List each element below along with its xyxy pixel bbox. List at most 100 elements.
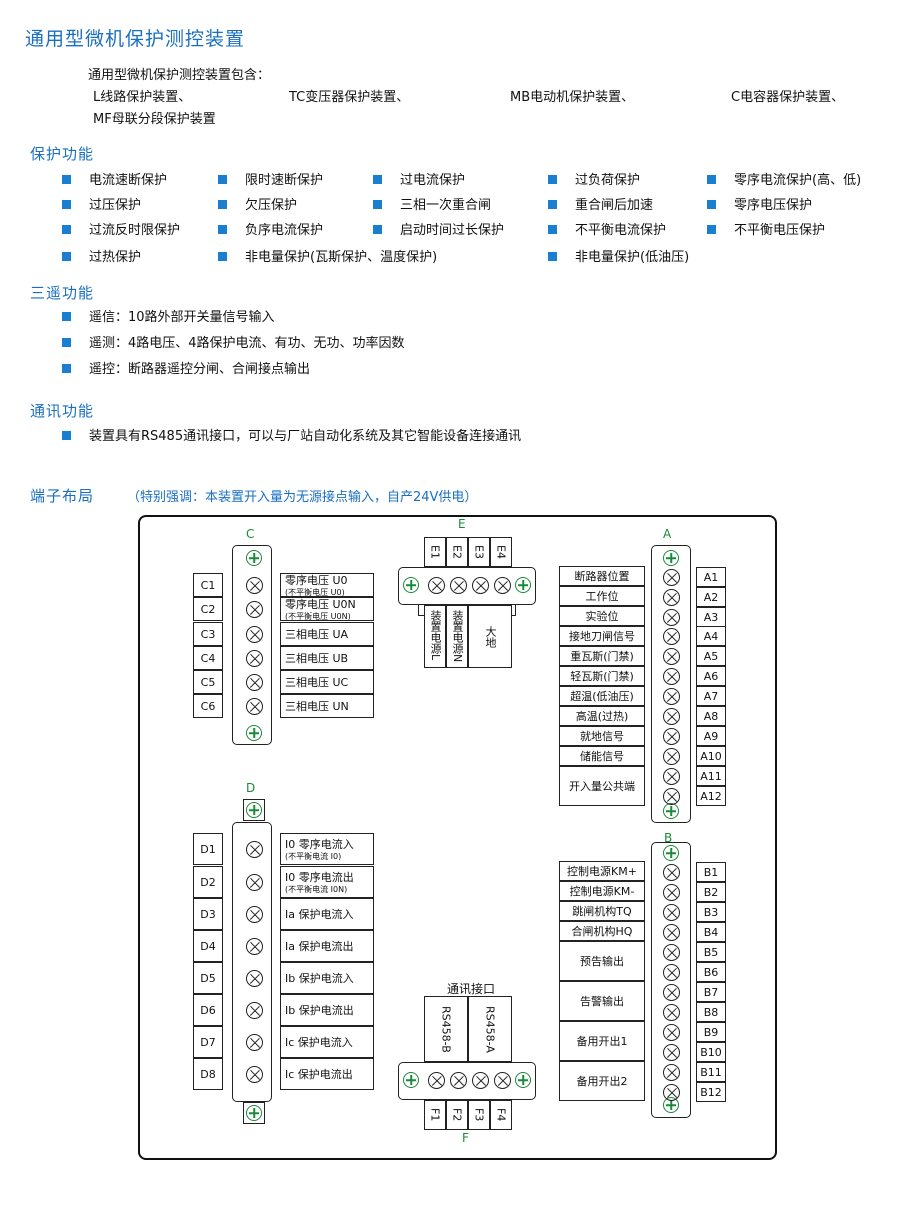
terminal-strip-d bbox=[232, 822, 272, 1102]
bullet-square-icon bbox=[218, 175, 227, 184]
terminal-label-d: Ia 保护电流入 bbox=[280, 898, 374, 930]
terminal-id-a: A1 bbox=[696, 567, 726, 587]
terminal-id-b: B8 bbox=[696, 1002, 726, 1022]
screw-terminal-icon bbox=[472, 1072, 489, 1089]
protection-item: 过流反时限保护 bbox=[62, 219, 180, 238]
terminal-id-b: B10 bbox=[696, 1042, 726, 1062]
terminal-label-b: 告警输出 bbox=[559, 981, 645, 1021]
page-title: 通用型微机保护测控装置 bbox=[25, 28, 246, 50]
screw-terminal-icon bbox=[246, 938, 263, 955]
bullet-square-icon bbox=[548, 200, 557, 209]
ground-screw-icon bbox=[246, 725, 262, 741]
screw-terminal-icon bbox=[428, 577, 445, 594]
terminal-id-b: B7 bbox=[696, 982, 726, 1002]
terminal-id-c: C3 bbox=[193, 622, 223, 646]
bullet-square-icon bbox=[548, 225, 557, 234]
comm-item: 装置具有RS485通讯接口，可以与厂站自动化系统及其它智能设备连接通讯 bbox=[62, 425, 521, 444]
terminal-id-f: F4 bbox=[490, 1100, 512, 1130]
terminal-label-d: Ib 保护电流入 bbox=[280, 962, 374, 994]
intro-item-l: L线路保护装置、 bbox=[93, 90, 192, 105]
ground-screw-icon bbox=[246, 550, 262, 566]
screw-terminal-icon bbox=[246, 841, 263, 858]
terminal-label-c: 三相电压 UB bbox=[280, 646, 374, 670]
protection-item: 重合闸后加速 bbox=[548, 194, 653, 213]
ground-screw-icon bbox=[515, 577, 531, 593]
terminal-id-d: D5 bbox=[193, 962, 223, 994]
protection-item: 不平衡电流保护 bbox=[548, 219, 666, 238]
terminal-label-a: 高温(过热) bbox=[559, 706, 645, 726]
bullet-square-icon bbox=[373, 175, 382, 184]
bullet-square-icon bbox=[62, 225, 71, 234]
screw-terminal-icon bbox=[663, 668, 680, 685]
screw-terminal-icon bbox=[663, 924, 680, 941]
screw-terminal-icon bbox=[663, 768, 680, 785]
terminal-id-c: C4 bbox=[193, 646, 223, 670]
screw-terminal-icon bbox=[246, 970, 263, 987]
terminal-label-c: 零序电压 U0(不平衡电压 U0) bbox=[280, 573, 374, 597]
terminal-label-f-a: RS458-A bbox=[468, 996, 512, 1062]
remote-item: 遥信：10路外部开关量信号输入 bbox=[62, 306, 275, 325]
screw-terminal-icon bbox=[246, 1034, 263, 1051]
terminal-label-d: I0 零序电流出(不平衡电流 I0N) bbox=[280, 866, 374, 898]
terminal-id-c: C1 bbox=[193, 573, 223, 597]
protection-heading: 保护功能 bbox=[30, 145, 95, 163]
terminal-id-f: F1 bbox=[424, 1100, 446, 1130]
block-c-label: C bbox=[246, 527, 255, 541]
screw-terminal-icon bbox=[663, 944, 680, 961]
protection-item: 非电量保护(低油压) bbox=[548, 246, 689, 265]
terminal-label-b: 备用开出2 bbox=[559, 1061, 645, 1101]
terminal-label-b: 预告输出 bbox=[559, 941, 645, 981]
screw-terminal-icon bbox=[663, 1084, 680, 1101]
bullet-square-icon bbox=[548, 175, 557, 184]
terminal-label-a: 实验位 bbox=[559, 606, 645, 626]
terminal-id-b: B3 bbox=[696, 902, 726, 922]
terminal-label-b: 跳闸机构TQ bbox=[559, 901, 645, 921]
terminal-id-a: A5 bbox=[696, 646, 726, 666]
terminal-id-b: B1 bbox=[696, 862, 726, 882]
bullet-square-icon bbox=[373, 225, 382, 234]
block-a-label: A bbox=[663, 527, 672, 541]
terminal-id-a: A4 bbox=[696, 626, 726, 646]
protection-item: 限时速断保护 bbox=[218, 169, 323, 188]
remote-item: 遥测：4路电压、4路保护电流、有功、无功、功率因数 bbox=[62, 332, 405, 351]
terminal-label-a: 工作位 bbox=[559, 586, 645, 606]
terminal-id-c: C5 bbox=[193, 670, 223, 694]
protection-item: 电流速断保护 bbox=[62, 169, 167, 188]
terminal-id-b: B9 bbox=[696, 1022, 726, 1042]
terminal-strip-c bbox=[232, 545, 272, 745]
ground-screw-icon bbox=[246, 1105, 262, 1121]
ground-screw-icon bbox=[663, 845, 679, 861]
screw-terminal-icon bbox=[663, 1024, 680, 1041]
bullet-square-icon bbox=[707, 200, 716, 209]
terminal-label-a: 重瓦斯(门禁) bbox=[559, 646, 645, 666]
screw-terminal-icon bbox=[663, 788, 680, 805]
terminal-id-d: D7 bbox=[193, 1026, 223, 1058]
terminal-id-f: F2 bbox=[446, 1100, 468, 1130]
bullet-square-icon bbox=[218, 225, 227, 234]
protection-item: 零序电流保护(高、低) bbox=[707, 169, 861, 188]
intro-item-mb: MB电动机保护装置、 bbox=[510, 90, 635, 105]
terminal-label-c: 三相电压 UC bbox=[280, 670, 374, 694]
terminal-label-a: 储能信号 bbox=[559, 746, 645, 766]
screw-terminal-icon bbox=[663, 984, 680, 1001]
terminal-label-e: 装置电源N bbox=[446, 605, 468, 668]
block-d-label: D bbox=[246, 781, 256, 795]
terminal-label-a: 开入量公共端 bbox=[559, 766, 645, 806]
terminal-label-c: 零序电压 U0N(不平衡电压 U0N) bbox=[280, 597, 374, 621]
ground-screw-icon bbox=[663, 803, 679, 819]
screw-terminal-icon bbox=[246, 601, 263, 618]
terminal-id-a: A7 bbox=[696, 686, 726, 706]
terminal-id-a: A11 bbox=[696, 766, 726, 786]
protection-item: 过负荷保护 bbox=[548, 169, 640, 188]
block-e-label: E bbox=[458, 517, 466, 531]
terminal-label-f-b: RS458-B bbox=[424, 996, 468, 1062]
terminal-label-a: 断路器位置 bbox=[559, 566, 645, 586]
screw-terminal-icon bbox=[663, 589, 680, 606]
terminal-id-a: A12 bbox=[696, 786, 726, 806]
terminal-heading: 端子布局 bbox=[30, 487, 95, 505]
screw-terminal-icon bbox=[494, 577, 511, 594]
protection-item: 欠压保护 bbox=[218, 194, 297, 213]
screw-terminal-icon bbox=[246, 698, 263, 715]
bullet-square-icon bbox=[373, 200, 382, 209]
screw-terminal-icon bbox=[663, 748, 680, 765]
